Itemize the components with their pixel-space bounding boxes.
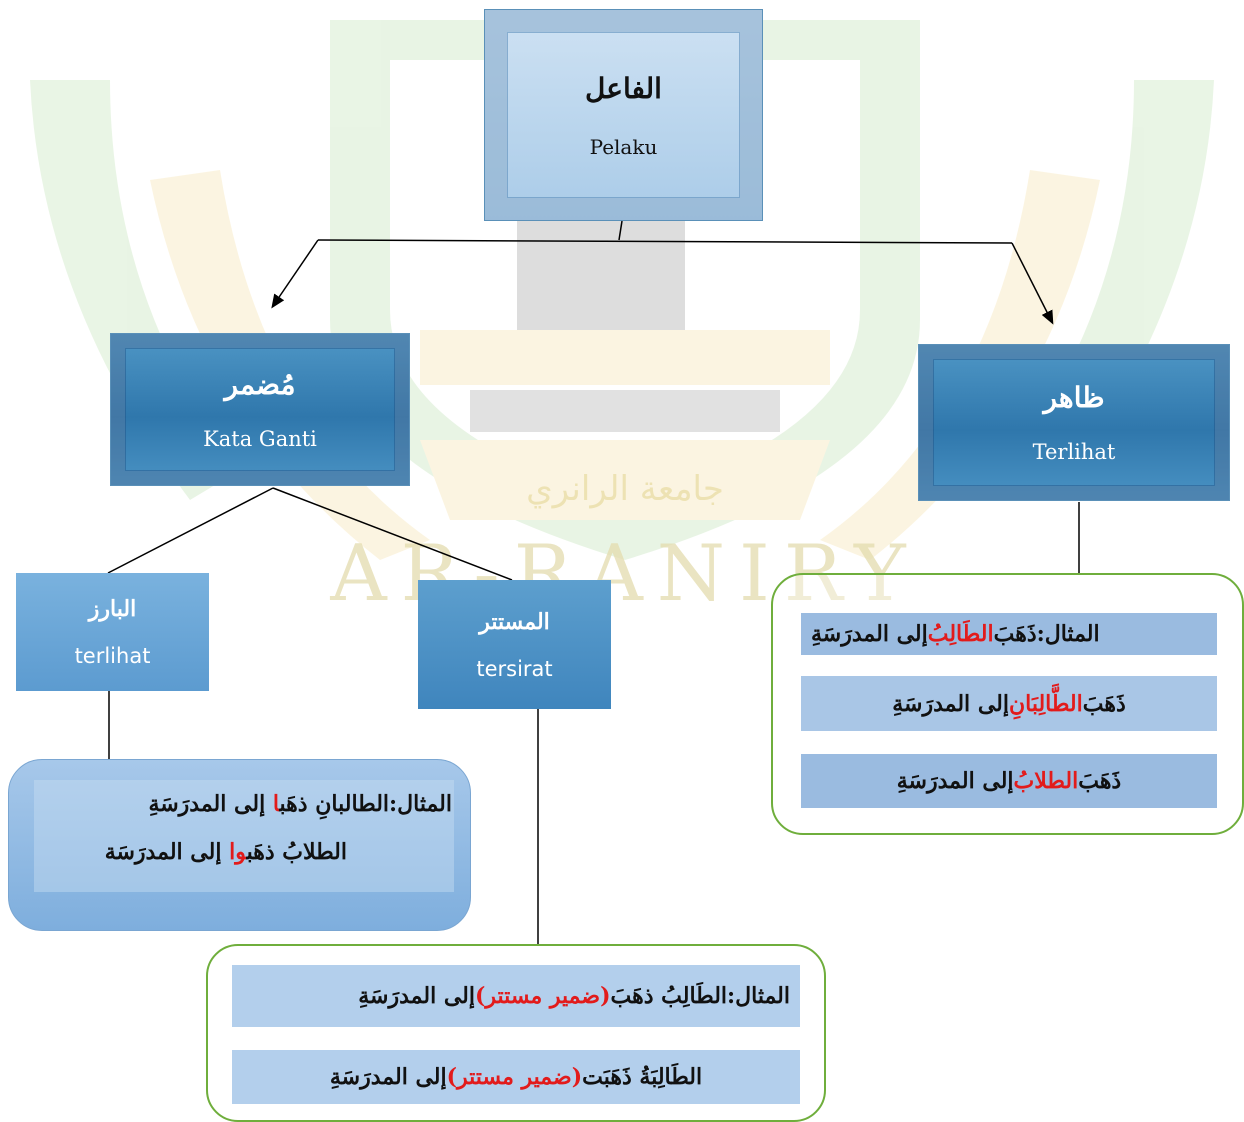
barz-example-2-highlight: وا (229, 839, 247, 865)
node-mudmar-arabic: مُضمر (224, 368, 296, 401)
barz-example-1-highlight: ا (272, 791, 280, 817)
barz-examples-inner-panel (34, 780, 454, 892)
node-mustatir: المستتر tersirat (418, 580, 611, 709)
zahir-example-1-pre: المثال:ذَهَبَ (993, 621, 1100, 647)
zahir-example-1-highlight: الطَالِبُ (927, 621, 994, 647)
mustatir-example-line-2: الطَالِبَةُ ذَهَبَت (ضمير مستتر) إلى الم… (232, 1050, 800, 1104)
mustatir-example-1-highlight: (ضمير مستتر) (475, 983, 611, 1009)
zahir-example-3-pre: ذَهَبَ (1078, 768, 1122, 794)
mustatir-example-2-highlight: (ضمير مستتر) (446, 1064, 583, 1090)
node-zahir-latin: Terlihat (1032, 440, 1116, 464)
zahir-example-3-post: إلى المدرَسَةِ (896, 768, 1014, 794)
barz-example-line-1: المثال:الطالبانِ ذهَبا إلى المدرَسَةِ (148, 791, 452, 817)
mustatir-example-2-pre: الطَالِبَةُ ذَهَبَت (582, 1064, 703, 1090)
node-fail-arabic: الفاعل (585, 71, 662, 105)
zahir-example-2-highlight: الطَّالِبَانِ (1008, 690, 1083, 717)
node-barz: البارز terlihat (16, 573, 209, 691)
zahir-example-2-post: إلى المدرَسَةِ (892, 690, 1009, 717)
node-mustatir-arabic: المستتر (479, 608, 550, 635)
mustatir-example-line-1: المثال:الطَالِبُ ذهَبَ (ضمير مستتر) إلى … (232, 965, 800, 1027)
node-mudmar: مُضمر Kata Ganti (110, 333, 410, 486)
zahir-example-3-highlight: الطلابُ (1013, 768, 1079, 794)
zahir-example-line-3: ذَهَبَ الطلابُ إلى المدرَسَةِ (801, 754, 1217, 808)
mustatir-example-2-post: إلى المدرَسَةِ (329, 1064, 447, 1090)
barz-example-line-2: الطلابُ ذهَبوا إلى المدرَسَة (105, 839, 347, 865)
node-mudmar-latin: Kata Ganti (203, 427, 317, 451)
zahir-example-line-2: ذَهَبَ الطَّالِبَانِ إلى المدرَسَةِ (801, 676, 1217, 731)
barz-example-2-post: إلى المدرَسَة (104, 839, 230, 865)
mustatir-example-1-post: إلى المدرَسَةِ (358, 983, 475, 1009)
zahir-example-2-pre: ذَهَبَ (1082, 690, 1126, 717)
node-fail-latin: Pelaku (589, 134, 658, 159)
mustatir-example-1-pre: المثال:الطَالِبُ ذهَبَ (610, 983, 790, 1009)
zahir-example-line-1: المثال:ذَهَبَ الطَالِبُ إلى المدرَسَةِ (801, 613, 1217, 655)
node-zahir: ظاهر Terlihat (918, 344, 1230, 501)
barz-example-1-post: إلى المدرَسَةِ (148, 791, 273, 817)
node-fail-root: الفاعل Pelaku (484, 9, 763, 221)
zahir-example-1-post: إلى المدرَسَةِ (811, 621, 928, 647)
watermark-arabic: جامعة الرانري (526, 469, 724, 509)
node-mustatir-latin: tersirat (476, 656, 553, 681)
barz-example-2-pre: الطلابُ ذهَب (246, 839, 347, 865)
node-barz-latin: terlihat (74, 644, 151, 668)
node-barz-arabic: البارز (88, 596, 137, 622)
barz-example-1-pre: المثال:الطالبانِ ذهَب (279, 791, 452, 817)
node-zahir-arabic: ظاهر (1043, 381, 1105, 414)
barz-examples-container (8, 759, 471, 931)
